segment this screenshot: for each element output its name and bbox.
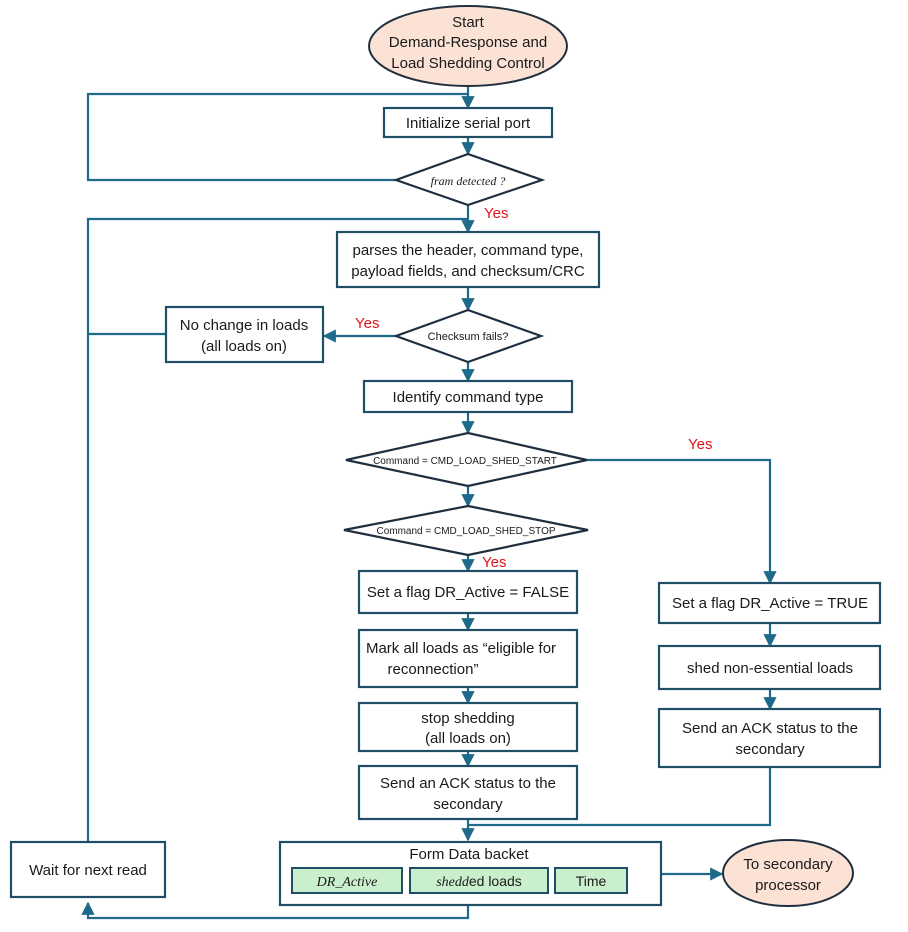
shed-label: shed non-essential loads bbox=[687, 660, 853, 677]
packet-field-shedded-italic: shedd bbox=[436, 875, 470, 890]
frame-detected-diamond bbox=[392, 152, 546, 207]
start-label: Start bbox=[452, 14, 485, 31]
wait-node: Wait for next read bbox=[9, 840, 167, 899]
shed-box bbox=[657, 644, 882, 691]
parse-label-line2: payload fields, and checksum/CRC bbox=[351, 263, 585, 280]
set-false-box bbox=[357, 569, 579, 615]
identify-node: Identify command type bbox=[362, 379, 574, 414]
cmd-start-decision: Command = CMD_LOAD_SHED_START bbox=[345, 431, 588, 488]
stop-shedding-box bbox=[357, 701, 579, 753]
init-serial-label: Initialize serial port bbox=[406, 115, 531, 132]
cmd-start-diamond bbox=[345, 431, 588, 488]
checksum-label: Checksum fails? bbox=[428, 331, 509, 343]
no-change-node: No change in loads (all loads on) bbox=[164, 305, 325, 364]
to-secondary-label-line1: To secondary bbox=[743, 856, 833, 873]
mark-all-label-line2: reconnection” bbox=[388, 661, 479, 678]
set-true-node: Set a flag DR_Active = TRUE bbox=[657, 581, 882, 625]
packet-field-shedded-rest: ed loads bbox=[469, 873, 522, 889]
cmd-stop-label: Command = CMD_LOAD_SHED_STOP bbox=[376, 526, 555, 537]
frame-detected-label: fram detected ? bbox=[431, 174, 506, 188]
send-ack-right-box bbox=[657, 707, 882, 769]
yes-label-stop: Yes bbox=[482, 554, 506, 571]
to-secondary-label-line2: processor bbox=[755, 877, 821, 894]
shed-node: shed non-essential loads bbox=[657, 644, 882, 691]
form-packet-node: Form Data backet DR_Active shedded loads… bbox=[278, 840, 663, 907]
yes-label-checksum: Yes bbox=[355, 315, 379, 332]
cmd-stop-diamond bbox=[343, 504, 589, 557]
cmd-stop-decision: Command = CMD_LOAD_SHED_STOP bbox=[343, 504, 589, 557]
no-change-label-line2: (all loads on) bbox=[201, 338, 287, 355]
packet-field-shedded-loads bbox=[409, 867, 549, 894]
identify-box bbox=[362, 379, 574, 414]
set-true-label: Set a flag DR_Active = TRUE bbox=[672, 595, 868, 612]
wait-box bbox=[9, 840, 167, 899]
stop-shedding-node: stop shedding (all loads on) bbox=[357, 701, 579, 753]
send-ack-right-node: Send an ACK status to the secondary bbox=[657, 707, 882, 769]
checksum-diamond bbox=[392, 308, 545, 364]
send-ack-left-label-line2: secondary bbox=[433, 796, 503, 813]
frame-detected-decision: fram detected ? bbox=[392, 152, 546, 207]
loop-no-frame bbox=[86, 92, 468, 182]
set-true-box bbox=[657, 581, 882, 625]
connectors bbox=[81, 87, 777, 920]
line-right-ack-to-packet bbox=[468, 767, 772, 827]
parse-label-line1: parses the header, command type, bbox=[353, 242, 584, 259]
loop-from-wait bbox=[86, 217, 468, 842]
identify-label: Identify command type bbox=[393, 389, 544, 406]
arrow-packet-to-wait bbox=[81, 901, 470, 920]
parse-node: parses the header, command type, payload… bbox=[335, 230, 601, 289]
send-ack-left-label-line1: Send an ACK status to the bbox=[380, 775, 556, 792]
parse-box bbox=[335, 230, 601, 289]
checksum-decision: Checksum fails? bbox=[392, 308, 545, 364]
yes-label-start: Yes bbox=[688, 436, 712, 453]
mark-all-node: Mark all loads as “eligible for reconnec… bbox=[357, 628, 579, 689]
no-change-label-line1: No change in loads bbox=[180, 317, 308, 334]
arrow-start-yes-branch bbox=[587, 458, 777, 585]
wait-label: Wait for next read bbox=[29, 862, 147, 879]
cmd-start-label: Command = CMD_LOAD_SHED_START bbox=[373, 456, 557, 467]
init-serial-node: Initialize serial port bbox=[382, 106, 554, 139]
form-packet-title: Form Data backet bbox=[409, 846, 529, 863]
mark-all-box bbox=[357, 628, 579, 689]
start-oval bbox=[368, 5, 568, 87]
init-serial-box bbox=[382, 106, 554, 139]
send-ack-right-label-line1: Send an ACK status to the bbox=[682, 720, 858, 737]
to-secondary-oval bbox=[722, 839, 854, 907]
stop-shedding-label-line2: (all loads on) bbox=[425, 730, 511, 747]
send-ack-right-label-line2: secondary bbox=[735, 741, 805, 758]
start-title-line2: Load Shedding Control bbox=[391, 55, 544, 72]
no-change-box bbox=[164, 305, 325, 364]
packet-field-time bbox=[554, 867, 628, 894]
send-ack-left-node: Send an ACK status to the secondary bbox=[357, 764, 579, 821]
packet-field-time-label: Time bbox=[576, 873, 607, 889]
start-title-line1: Demand-Response and bbox=[389, 34, 547, 51]
to-secondary-node: To secondary processor bbox=[722, 839, 854, 907]
packet-field-dr-active-label: DR_Active bbox=[316, 875, 378, 890]
set-false-label: Set a flag DR_Active = FALSE bbox=[367, 584, 569, 601]
packet-field-dr-active bbox=[291, 867, 403, 894]
set-false-node: Set a flag DR_Active = FALSE bbox=[357, 569, 579, 615]
start-node: Start Demand-Response and Load Shedding … bbox=[368, 5, 568, 87]
send-ack-left-box bbox=[357, 764, 579, 821]
yes-label-frame: Yes bbox=[484, 205, 508, 222]
stop-shedding-label-line1: stop shedding bbox=[421, 710, 514, 727]
mark-all-label-line1: Mark all loads as “eligible for bbox=[366, 640, 556, 657]
packet-field-shedded-loads-label: shedded loads bbox=[436, 873, 522, 890]
